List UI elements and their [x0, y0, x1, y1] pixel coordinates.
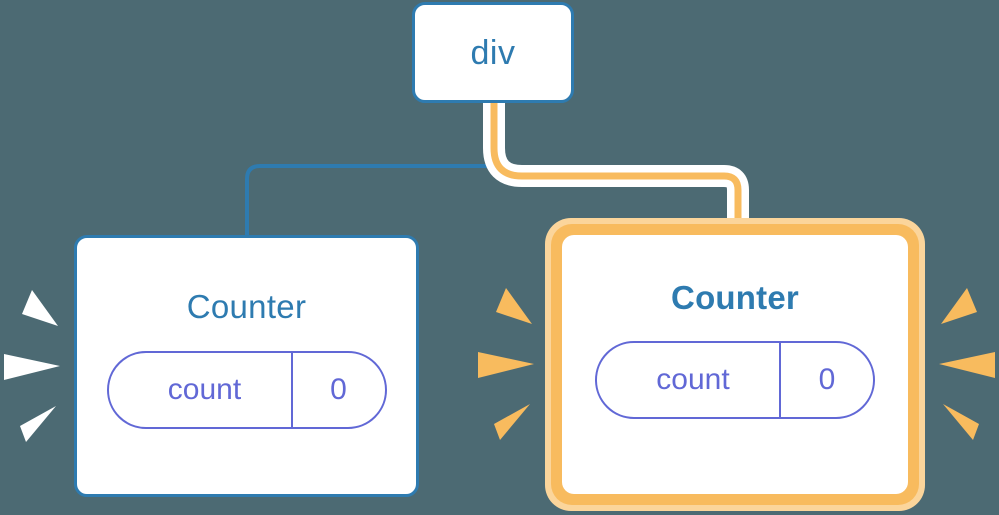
- state-key: count: [656, 363, 730, 396]
- node-div-label: div: [470, 33, 516, 72]
- state-pill-counter-right: count 0: [595, 341, 875, 419]
- sparkle-right-orange: [933, 280, 995, 448]
- edge-div-to-counter-right: [490, 103, 742, 232]
- state-key: count: [167, 373, 242, 406]
- node-counter-left-label: Counter: [186, 288, 307, 325]
- node-counter-right-label: Counter: [671, 279, 799, 316]
- edge-div-to-counter-right-halo: [483, 103, 749, 232]
- sparkle-mid-orange: [478, 280, 540, 448]
- highlight-ring: Counter count 0: [551, 224, 919, 505]
- state-value: 0: [290, 353, 385, 427]
- node-counter-right-body: Counter count 0: [562, 235, 908, 494]
- node-div[interactable]: div: [412, 2, 574, 103]
- node-counter-right[interactable]: Counter count 0: [545, 218, 925, 511]
- state-pill-counter-left: count 0: [106, 351, 387, 429]
- state-value: 0: [779, 343, 873, 417]
- node-counter-left[interactable]: Counter count 0: [74, 235, 419, 497]
- edge-div-to-counter-left: [245, 103, 496, 236]
- sparkle-left-white: [4, 282, 66, 450]
